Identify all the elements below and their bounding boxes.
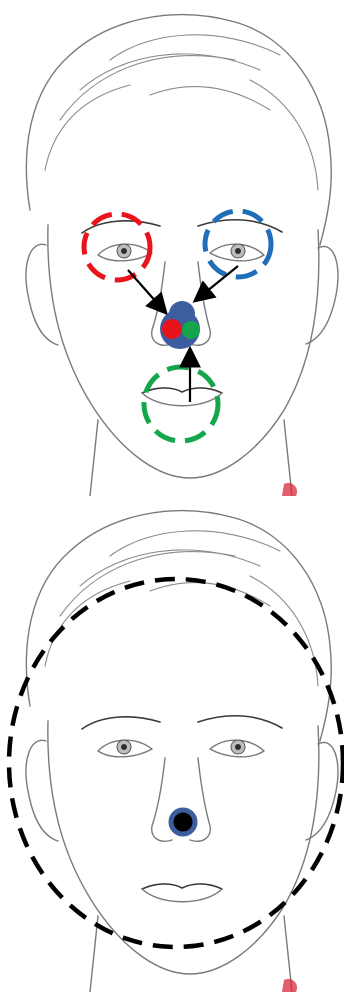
neck-outline: [90, 420, 98, 496]
skin-accent-mark: [282, 979, 297, 992]
face-sketch-top: [0, 0, 344, 496]
mouth: [142, 388, 222, 406]
nose-cluster-green-marker: [182, 321, 200, 339]
nose-cluster-red-marker: [162, 319, 182, 339]
left-eye: [98, 244, 152, 261]
diagram-panel-bottom: [0, 496, 344, 992]
skin-accent-mark: [282, 483, 297, 496]
left-eye: [98, 740, 152, 757]
mouth-region-circle: [144, 367, 218, 441]
left-ear: [26, 740, 58, 841]
hair-outline: [26, 15, 331, 245]
right-eyebrow: [198, 716, 282, 728]
right-ear: [306, 246, 338, 344]
mouth: [142, 884, 222, 902]
left-eyebrow: [82, 717, 160, 729]
face-outline: [48, 721, 319, 974]
whole-face-region-ellipse: [9, 579, 343, 947]
face-outline: [48, 225, 319, 478]
right-eye: [210, 740, 264, 757]
right-eye: [210, 244, 264, 261]
nose-center-dot: [171, 810, 195, 834]
face-sketch-bottom: [0, 496, 344, 992]
diagram-panel-top: [0, 0, 344, 496]
arrow-left-eye-to-nose: [128, 270, 165, 312]
left-ear: [26, 244, 58, 345]
nose-estimate-cluster: [160, 301, 200, 349]
